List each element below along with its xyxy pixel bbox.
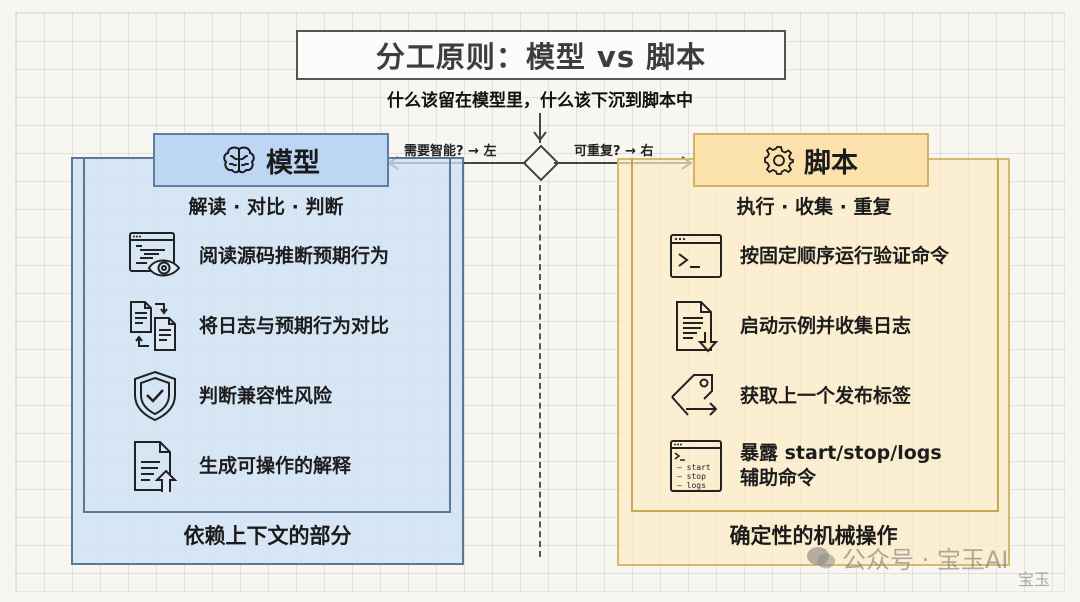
model-item: 生成可操作的解释 <box>127 438 351 494</box>
model-header: 模型 <box>153 133 389 187</box>
model-item-text: 阅读源码推断预期行为 <box>199 244 390 267</box>
page-title: 分工原则：模型 vs 脚本 <box>375 40 707 74</box>
watermark-sub: 宝玉 <box>1018 570 1051 589</box>
svg-text:— start: — start <box>677 463 711 472</box>
model-item-text: 将日志与预期行为对比 <box>199 314 390 337</box>
title-box: 分工原则：模型 vs 脚本 <box>296 30 786 80</box>
script-item: 按固定顺序运行验证命令 <box>668 228 949 284</box>
wechat-icon <box>807 546 835 568</box>
gear-icon <box>764 146 794 175</box>
subtitle: 什么该留在模型里，什么该下沉到脚本中 <box>387 91 693 111</box>
script-item-text: 按固定顺序运行验证命令 <box>740 244 950 267</box>
code-eye-icon <box>127 228 183 284</box>
center-divider <box>539 185 541 557</box>
left-flow-label: 需要智能? → 左 <box>404 144 497 159</box>
script-item-text: 获取上一个发布标签 <box>740 384 912 407</box>
doc-upload-icon <box>127 438 183 494</box>
model-title: 模型 <box>266 147 320 179</box>
down-arrow-icon <box>533 131 547 142</box>
script-item-text: 暴露 start/stop/logs 辅助命令 <box>740 441 942 491</box>
script-subtitle: 执行 · 收集 · 重复 <box>736 196 892 218</box>
model-item: 将日志与预期行为对比 <box>127 298 389 354</box>
right-flow-label: 可重复? → 右 <box>574 144 654 159</box>
script-item: 启动示例并收集日志 <box>668 298 911 354</box>
model-item-text: 判断兼容性风险 <box>199 384 333 407</box>
watermark-text: 公众号 · 宝玉AI <box>842 546 1009 574</box>
script-header: 脚本 <box>693 133 929 187</box>
shield-check-icon <box>127 368 183 424</box>
svg-text:— stop: — stop <box>677 472 706 481</box>
script-item-text-line2: 辅助命令 <box>740 467 817 489</box>
tag-arrow-icon <box>668 368 724 424</box>
script-panel <box>617 158 1010 566</box>
doc-download-icon <box>668 298 724 354</box>
model-item: 阅读源码推断预期行为 <box>127 228 389 284</box>
terminal-commands-icon: — start — stop — logs <box>668 438 724 494</box>
script-title: 脚本 <box>804 147 858 179</box>
model-footer: 依赖上下文的部分 <box>183 524 352 548</box>
model-subtitle: 解读 · 对比 · 判断 <box>188 196 344 218</box>
watermark: 公众号 · 宝玉AI <box>806 540 1008 575</box>
model-item-text: 生成可操作的解释 <box>199 454 352 477</box>
script-item: — start — stop — logs 暴露 start/stop/logs… <box>668 438 942 494</box>
script-item-text-line1: 暴露 start/stop/logs <box>740 442 942 464</box>
down-connector <box>539 113 541 143</box>
script-panel-inner <box>631 158 999 512</box>
script-item-text: 启动示例并收集日志 <box>740 314 912 337</box>
compare-docs-icon <box>127 298 183 354</box>
model-item: 判断兼容性风险 <box>127 368 332 424</box>
script-footer: 确定性的机械操作 <box>729 524 898 548</box>
script-item: 获取上一个发布标签 <box>668 368 911 424</box>
brain-icon <box>223 146 255 174</box>
terminal-icon <box>668 228 724 284</box>
model-panel-inner <box>83 157 451 513</box>
svg-text:— logs: — logs <box>677 481 706 490</box>
model-panel <box>71 157 464 565</box>
